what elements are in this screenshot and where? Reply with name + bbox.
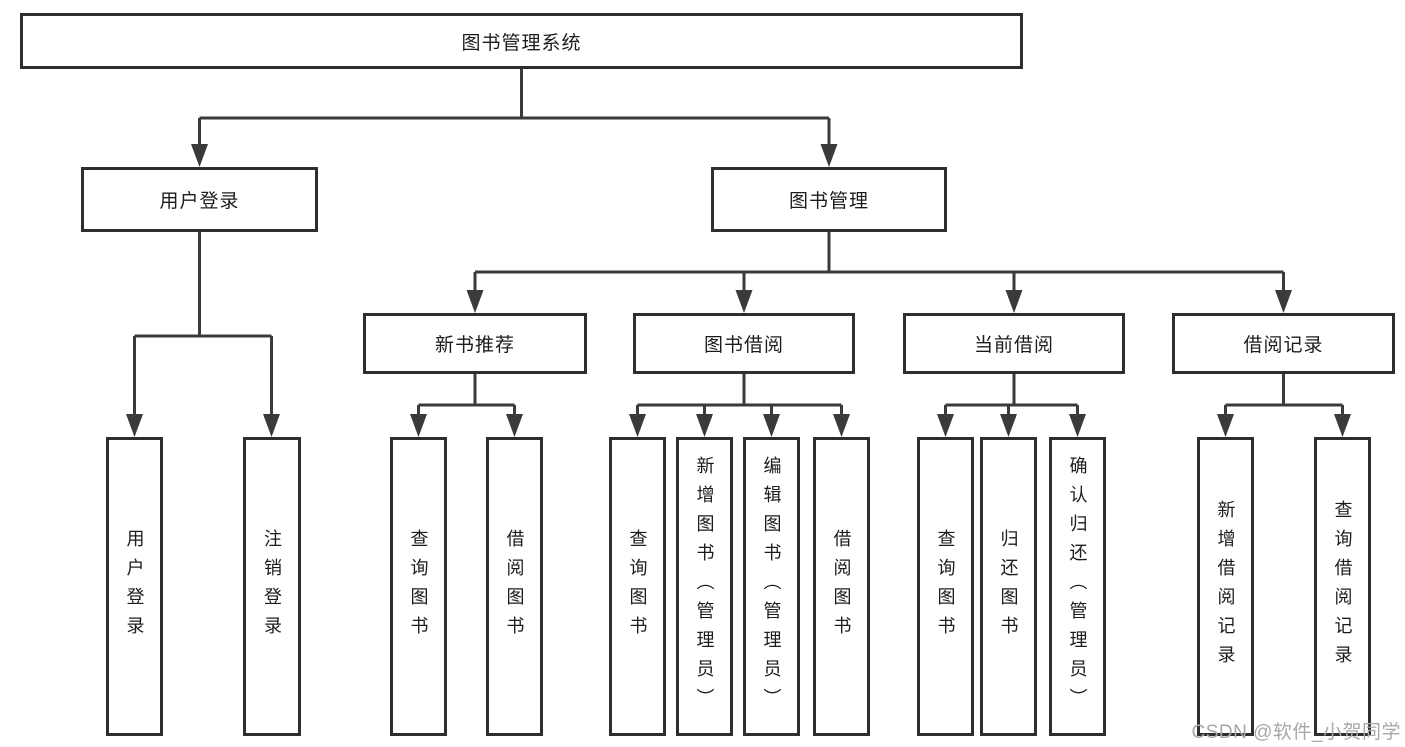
node-label: 图书借阅: [703, 335, 784, 356]
node-label: 借阅图书: [831, 528, 852, 645]
node-user-login: 用户登录: [81, 167, 318, 232]
node-label: 新增图书（管理员）: [694, 456, 715, 717]
node-book-management: 图书管理: [711, 167, 947, 232]
node-label: 确认归还（管理员）: [1067, 456, 1088, 717]
leaf-borrow-books-2: 借阅图书: [813, 437, 870, 736]
node-label: 用户登录: [124, 528, 145, 645]
arrowheads: [126, 144, 1351, 437]
node-label: 借阅记录: [1243, 335, 1324, 356]
leaf-return-books: 归还图书: [980, 437, 1037, 736]
leaf-confirm-return-admin: 确认归还（管理员）: [1049, 437, 1106, 736]
leaf-add-books-admin: 新增图书（管理员）: [676, 437, 733, 736]
leaf-borrow-books-1: 借阅图书: [486, 437, 543, 736]
node-label: 查询借阅记录: [1332, 499, 1353, 674]
node-label: 当前借阅: [973, 335, 1054, 356]
connector-borrowrecord-to-leaves: [1224, 374, 1344, 430]
leaf-edit-books-admin: 编辑图书（管理员）: [743, 437, 800, 736]
leaf-add-borrow-record: 新增借阅记录: [1197, 437, 1254, 736]
node-current-borrowing: 当前借阅: [903, 313, 1125, 374]
connector-newbook-to-leaves: [417, 374, 516, 430]
connector-bookmgmt-to-level3: [473, 232, 1285, 306]
leaf-logout: 注销登录: [243, 437, 301, 736]
node-label: 注销登录: [262, 528, 282, 645]
node-label: 查询图书: [935, 528, 956, 645]
node-new-book-recommendation: 新书推荐: [363, 313, 587, 374]
connector-root-to-level2: [198, 69, 831, 160]
connector-bookborrow-to-leaves: [636, 374, 843, 430]
node-label: 归还图书: [998, 528, 1019, 645]
leaf-query-books-2: 查询图书: [609, 437, 666, 736]
node-borrowing-records: 借阅记录: [1172, 313, 1395, 374]
node-label: 图书管理系统: [461, 32, 582, 54]
node-label: 借阅图书: [504, 528, 525, 645]
node-label: 新增借阅记录: [1215, 499, 1236, 674]
leaf-query-books-3: 查询图书: [917, 437, 974, 736]
node-label: 查询图书: [408, 528, 429, 645]
leaf-user-login: 用户登录: [106, 437, 163, 736]
node-root-library-management-system: 图书管理系统: [20, 13, 1023, 69]
connector-userlogin-to-leaves: [133, 232, 273, 430]
leaf-query-books-1: 查询图书: [390, 437, 447, 736]
csdn-watermark: CSDN @软件_小贺同学: [1191, 722, 1401, 743]
node-label: 用户登录: [159, 191, 240, 212]
node-label: 编辑图书（管理员）: [761, 456, 782, 717]
node-label: 查询图书: [627, 528, 648, 645]
node-label: 新书推荐: [434, 335, 515, 356]
node-book-borrowing: 图书借阅: [633, 313, 855, 374]
node-label: 图书管理: [788, 191, 869, 212]
leaf-query-borrow-record: 查询借阅记录: [1314, 437, 1371, 736]
